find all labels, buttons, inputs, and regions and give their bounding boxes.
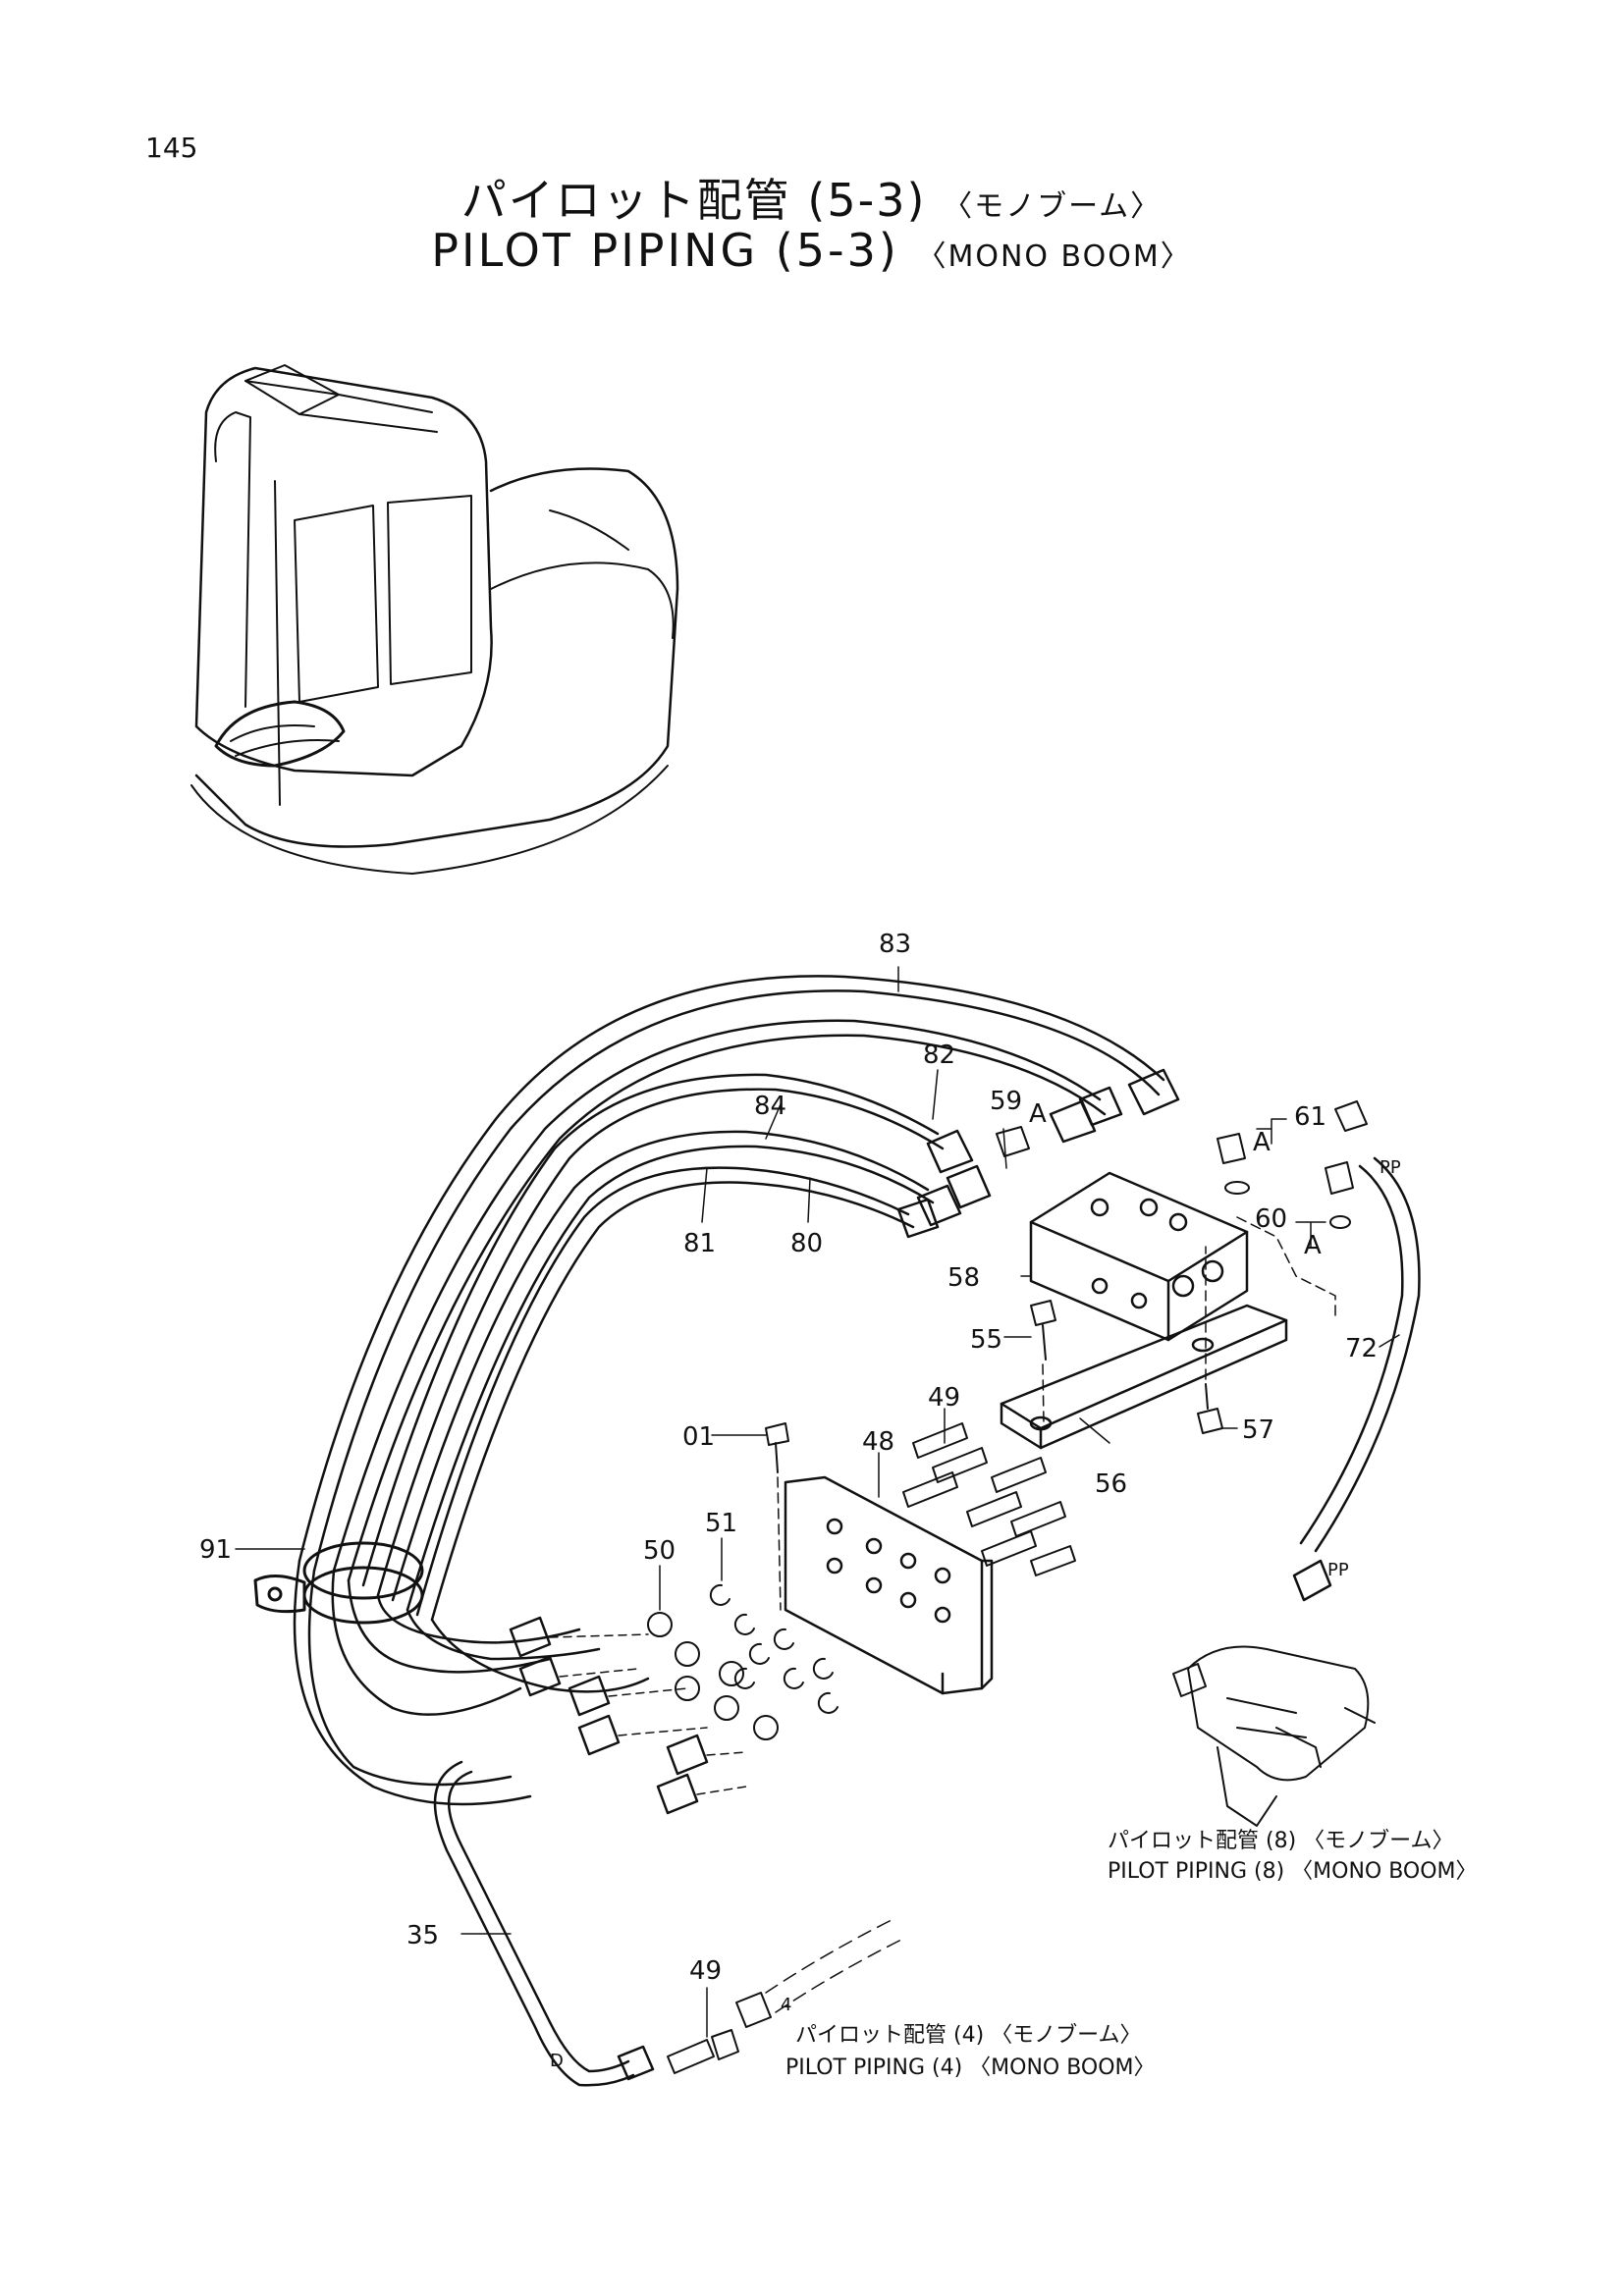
nuts-and-washers	[647, 1583, 839, 1740]
page-number: 145	[145, 132, 198, 164]
label-61: 61	[1294, 1102, 1326, 1132]
reference-notes: パイロット配管 (8) 〈モノブーム〉 PILOT PIPING (8) 〈MO…	[785, 1829, 1478, 2080]
mark-4: 4	[781, 1995, 791, 2015]
mark-a-61: A	[1253, 1128, 1271, 1157]
label-80: 80	[790, 1229, 823, 1258]
title-en-text: PILOT PIPING	[431, 224, 759, 277]
valve-block	[1029, 1171, 1249, 1342]
hose-clamp	[253, 1541, 424, 1625]
title-jp-variant: 〈モノブーム〉	[943, 189, 1163, 224]
mark-d: D	[550, 2051, 564, 2071]
title-en-variant: 〈MONO BOOM〉	[916, 240, 1192, 274]
title-jp-code: (5-3)	[807, 174, 927, 227]
title-jp-text: パイロット配管	[460, 174, 791, 227]
lower-adapter	[667, 1918, 904, 2074]
label-50: 50	[643, 1536, 676, 1566]
mark-a-60: A	[1304, 1231, 1322, 1260]
label-84: 84	[754, 1092, 786, 1121]
adapter-group	[902, 1422, 1076, 1576]
ref-4-jp: パイロット配管 (4) 〈モノブーム〉	[795, 2023, 1142, 2048]
label-57: 57	[1242, 1415, 1274, 1445]
mounting-bracket	[1000, 1304, 1288, 1450]
label-35: 35	[406, 1921, 439, 1950]
label-51: 51	[705, 1509, 737, 1538]
ref-4-en: PILOT PIPING (4) 〈MONO BOOM〉	[785, 2056, 1156, 2080]
label-58: 58	[947, 1263, 980, 1293]
leader-lines	[235, 966, 1400, 2038]
label-01: 01	[682, 1422, 715, 1452]
mark-pp-upper: PP	[1380, 1157, 1401, 1178]
title-japanese: パイロット配管 (5-3) 〈モノブーム〉	[0, 165, 1623, 230]
label-49-upper: 49	[928, 1383, 960, 1413]
label-72: 72	[1345, 1334, 1378, 1363]
mark-a-59: A	[1029, 1099, 1047, 1129]
mark-pp-lower: PP	[1327, 1560, 1349, 1580]
label-49-lower: 49	[689, 1956, 722, 1986]
label-48: 48	[862, 1427, 894, 1457]
title-en-code: (5-3)	[775, 224, 899, 277]
label-56: 56	[1095, 1469, 1127, 1499]
excavator-cab-illustration	[190, 364, 679, 875]
connection-marks: A A A PP PP D 4	[550, 1099, 1401, 2071]
part-number-labels: 83 82 84 59 61 81 80 58 60 55 72 49 01 4…	[199, 930, 1378, 1986]
ref-8-jp: パイロット配管 (8) 〈モノブーム〉	[1108, 1829, 1454, 1853]
pilot-valve-8-illustration	[1172, 1645, 1376, 1827]
label-60: 60	[1255, 1204, 1287, 1234]
hose-72	[1292, 1156, 1421, 1602]
hose-35	[433, 1760, 655, 2087]
title-english: PILOT PIPING (5-3) 〈MONO BOOM〉	[0, 224, 1623, 277]
hose-bundle	[293, 975, 1165, 1806]
label-59: 59	[990, 1087, 1022, 1116]
ref-8-en: PILOT PIPING (8) 〈MONO BOOM〉	[1108, 1859, 1478, 1884]
hose-end-fittings-upper	[896, 1068, 1180, 1239]
label-81: 81	[683, 1229, 716, 1258]
hose-end-fittings-lower	[509, 1616, 747, 1815]
label-91: 91	[199, 1535, 232, 1565]
bolts-and-fittings	[996, 1100, 1368, 1434]
label-55: 55	[970, 1325, 1002, 1355]
label-83: 83	[879, 930, 911, 959]
bolt-01	[765, 1422, 789, 1611]
mounting-plate	[784, 1475, 994, 1695]
label-82: 82	[923, 1041, 955, 1070]
